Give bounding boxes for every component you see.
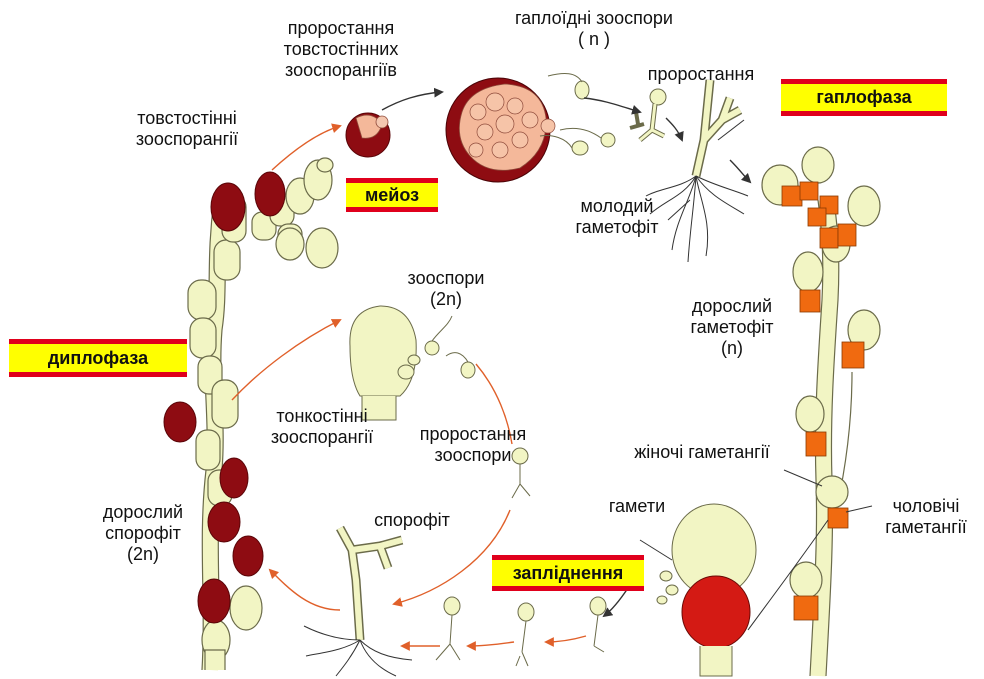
female-gametangium [657,504,756,676]
thin-walled-zoosporangium [350,306,530,498]
label-female-gametangia: жіночі гаметангії [614,442,790,463]
label-sporophyte: спорофіт [366,510,458,531]
label-haploid-zoospores: гаплоїдні зооспори ( n ) [498,8,690,50]
haplophase-tag: гаплофаза [781,79,947,116]
label-sprouting: проростання [630,64,772,85]
label-adult-sporophyte: дорослий спорофіт (2n) [88,502,198,565]
zygote-germination [436,597,606,666]
germinating-zoospores [630,104,664,140]
label-gametes: гамети [600,496,674,517]
sporangium-releasing-zoospores [446,78,555,182]
fertilization-tag: запліднення [492,555,644,591]
label-thick-zoosporangia: товстостінні зооспорангії [112,108,262,150]
meiosis-tag: мейоз [346,178,438,212]
label-young-gametophyte: молодий гаметофіт [566,196,668,238]
label-thin-zoosporangia: тонкостінні зооспорангії [256,406,388,448]
haploid-zoospores [540,74,666,155]
germinating-thick-sporangium [346,113,390,157]
label-male-gametangia: чоловічі гаметангії [872,496,980,538]
diplophase-tag: диплофаза [9,339,187,377]
label-zoospores-2n: зооспори (2n) [396,268,496,310]
label-adult-gametophyte: дорослий гаметофіт (n) [680,296,784,359]
young-sporophyte [304,528,412,676]
label-sprouting-zoospore: проростання зооспори [404,424,542,466]
label-sprouting-thick-zoosporangia: проростання товстостінних зооспорангіїв [252,18,430,81]
